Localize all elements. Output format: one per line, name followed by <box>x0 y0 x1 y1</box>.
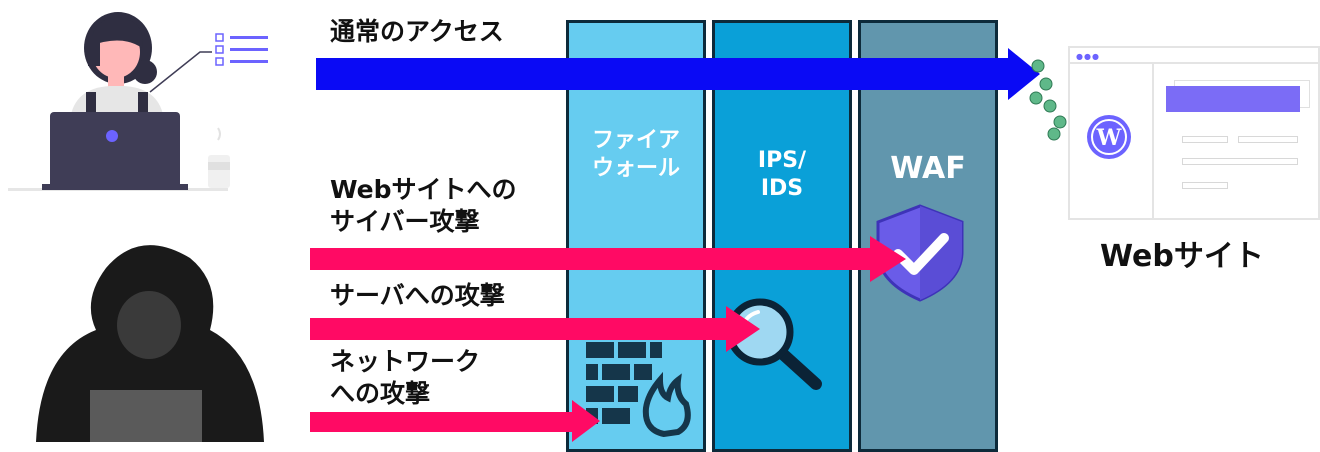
network-attack-arrow <box>310 400 600 442</box>
svg-text:W: W <box>1096 125 1122 151</box>
packet-dots-icon <box>1029 59 1067 141</box>
website-label: Webサイト <box>1100 239 1264 274</box>
web-attack-arrow <box>310 236 906 282</box>
hero-bar <box>1166 86 1300 112</box>
normal-access-label: 通常のアクセス <box>330 17 504 46</box>
firewall-label: ファイア ウォール <box>591 128 680 181</box>
browser-dots: ●●● <box>1076 52 1100 61</box>
ips-ids-layer: IPS/ IDS <box>712 20 852 452</box>
waf-label: WAF <box>890 151 966 186</box>
hooded-hacker-icon <box>36 245 264 442</box>
magnifier-icon <box>726 298 822 390</box>
server-attack-arrow <box>310 306 760 352</box>
checklist-icon <box>215 33 268 66</box>
server-attack-label: サーバへの攻撃 <box>330 281 505 310</box>
ips-ids-label: IPS/ IDS <box>757 148 807 201</box>
wordpress-icon: W <box>1087 115 1131 159</box>
user-at-laptop-icon <box>8 12 230 191</box>
website-browser-window: ●●● W <box>1068 46 1320 220</box>
web-attack-label: Webサイトへの サイバー攻撃 <box>330 175 517 236</box>
shield-check-icon <box>876 204 964 302</box>
normal-access-arrow <box>316 48 1040 100</box>
network-attack-label: ネットワーク への攻撃 <box>330 347 481 408</box>
